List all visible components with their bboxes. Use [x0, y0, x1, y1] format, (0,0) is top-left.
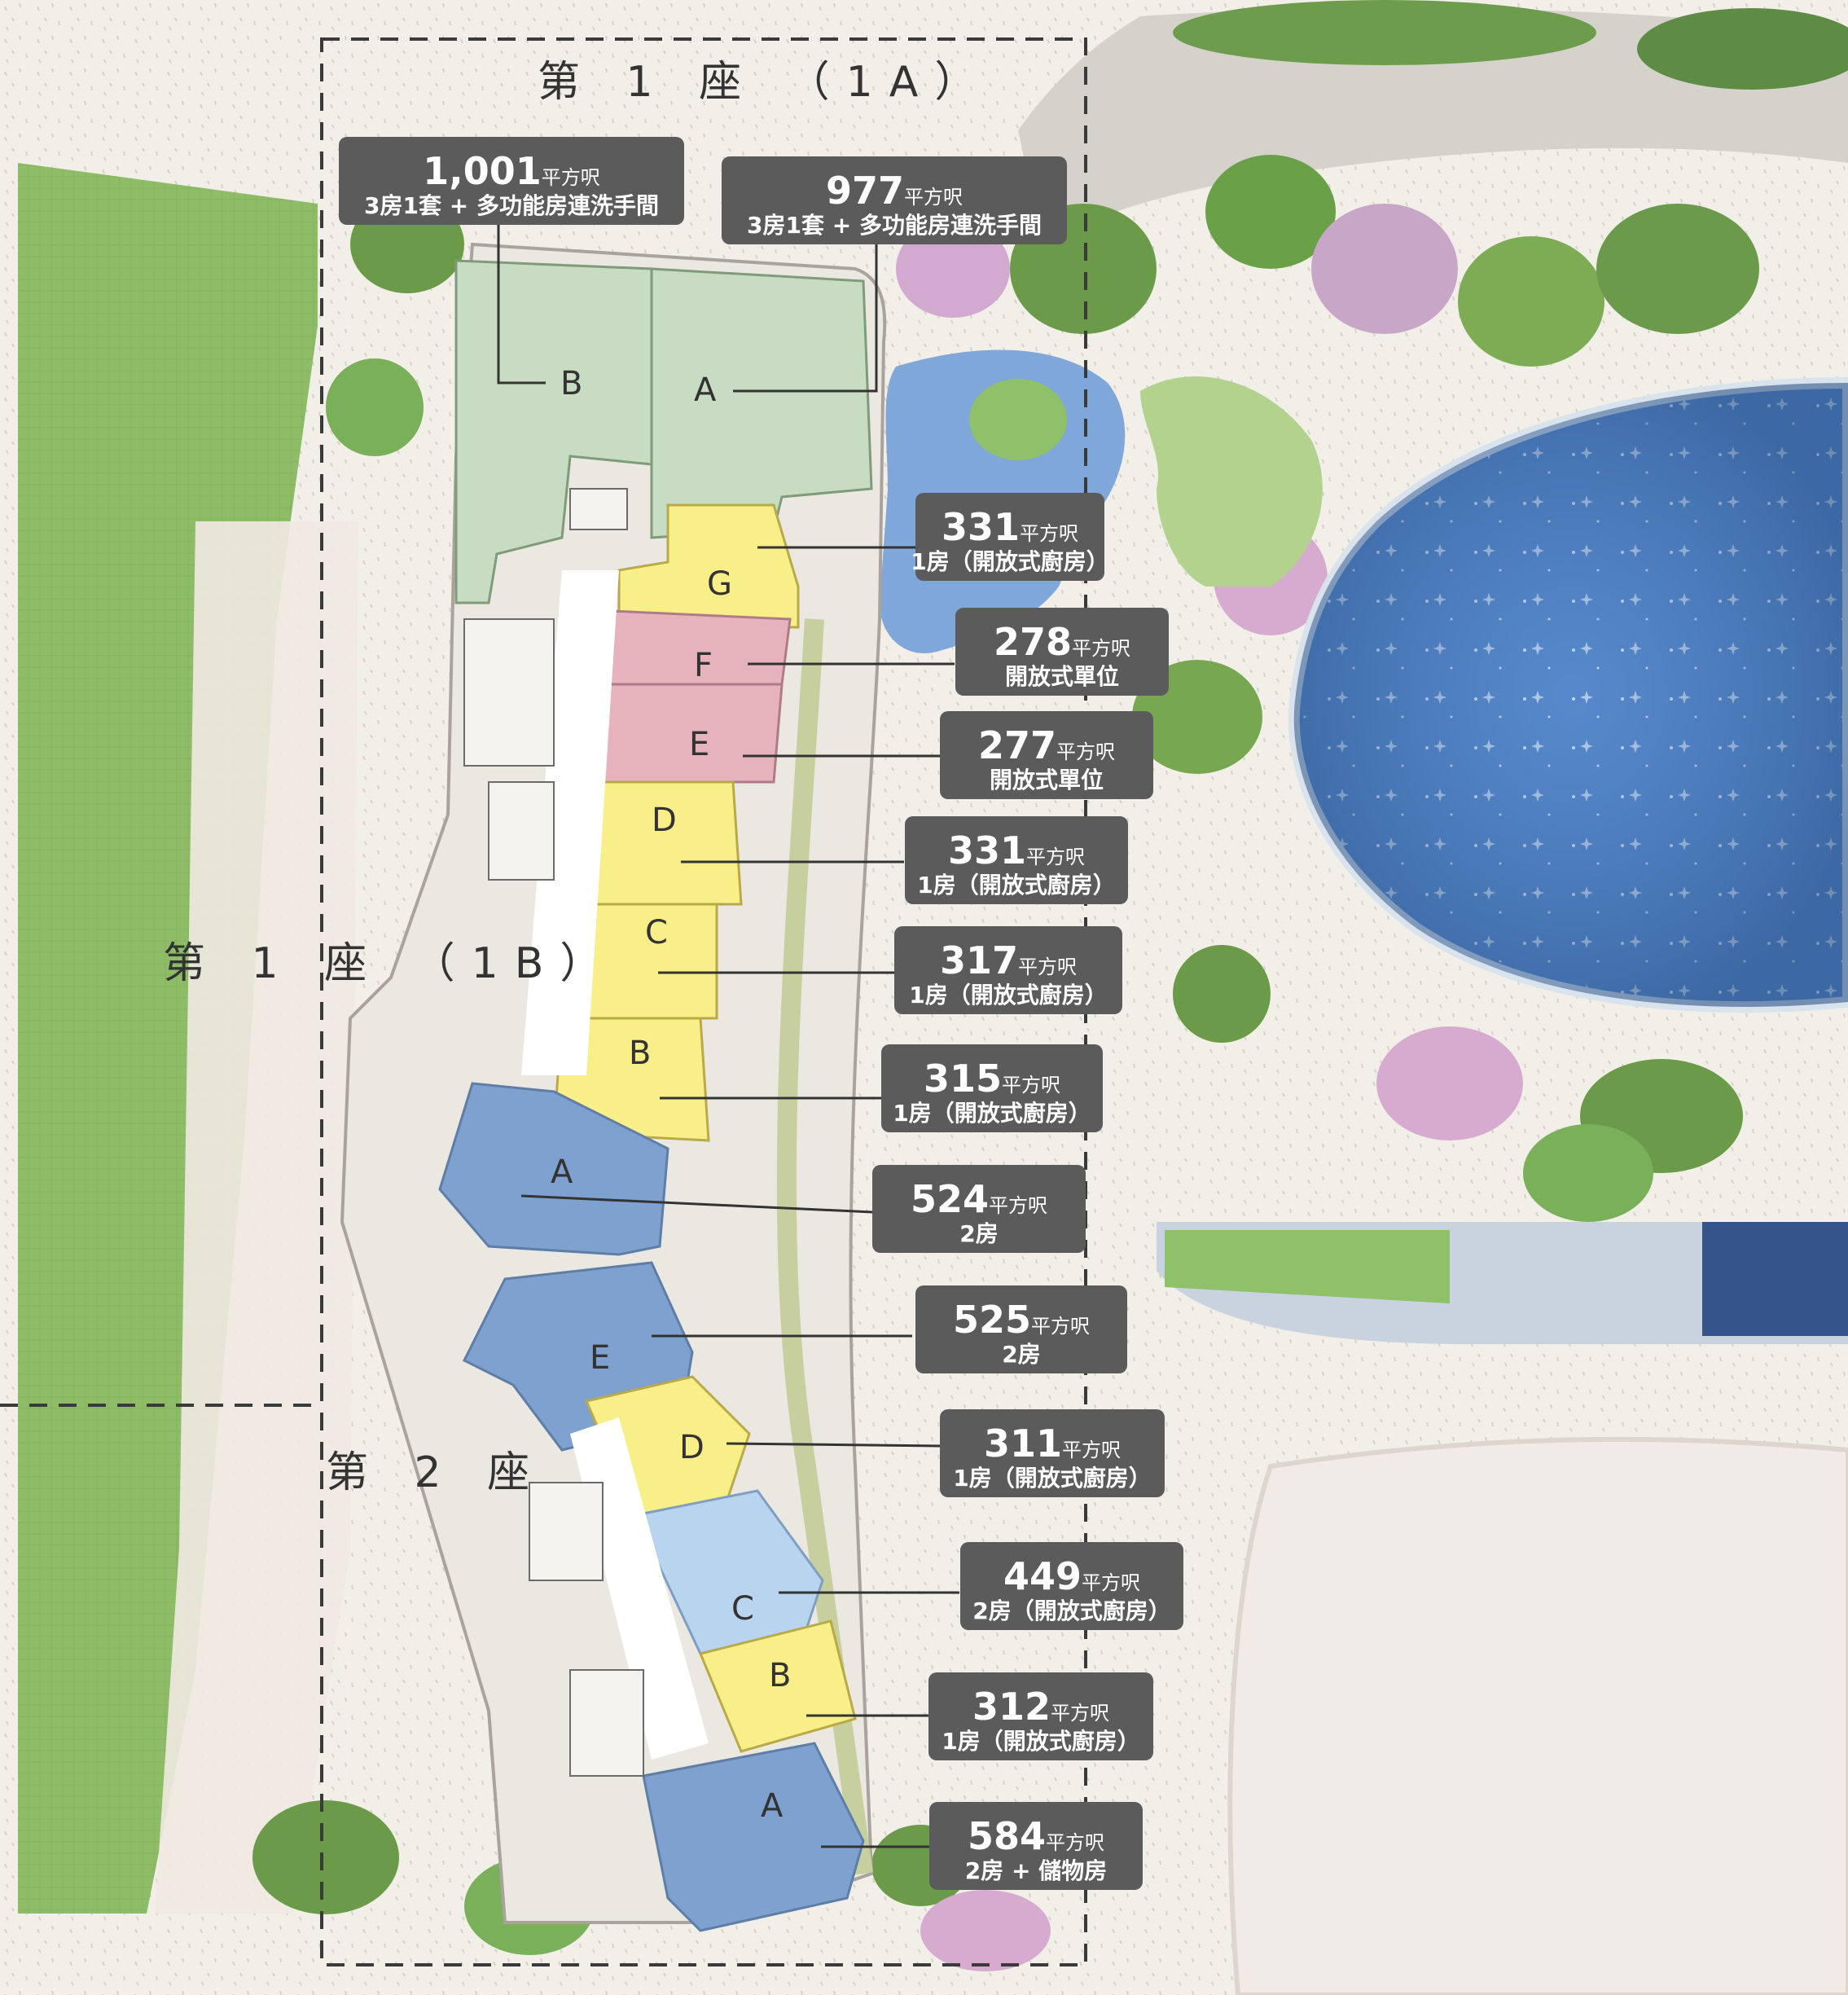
unit-t1b-a — [438, 1082, 669, 1256]
unit-t1a-a — [650, 267, 873, 539]
corridor — [521, 570, 709, 1760]
unit-area: 278平方呎 — [994, 620, 1130, 664]
clubhouse-roof — [1227, 1436, 1848, 1995]
callout-box — [881, 1044, 1103, 1132]
callout-box — [894, 926, 1122, 1014]
unit-area: 331平方呎 — [948, 828, 1085, 872]
unit-letter: E — [689, 726, 709, 763]
callout-box — [905, 816, 1128, 904]
tower-boundaries — [0, 37, 1087, 1966]
unit-area: 331平方呎 — [942, 505, 1078, 549]
tower-1b-label: 第 1 座 （1B） — [163, 939, 618, 988]
unit-description: 1房（開放式廚房） — [893, 1100, 1091, 1127]
unit-t2-a — [642, 1742, 865, 1932]
tower-1a-label: 第 1 座 （1A） — [538, 58, 993, 107]
callout-box — [940, 1409, 1165, 1497]
unit-area: 312平方呎 — [972, 1685, 1109, 1729]
unit-area: 524平方呎 — [911, 1177, 1047, 1221]
unit-area: 977平方呎 — [826, 169, 963, 213]
callout-box — [955, 608, 1169, 696]
callout-box — [940, 711, 1153, 799]
unit-letters: B A G F E D C B A E D C B A — [551, 365, 791, 1825]
unit-description: 1房（開放式廚房） — [917, 872, 1115, 899]
callout-box — [928, 1672, 1153, 1760]
tower-2-units — [462, 1261, 865, 1932]
unit-t1b-e — [593, 683, 784, 784]
unit-letter: B — [769, 1657, 791, 1694]
unit-letter: A — [551, 1153, 573, 1191]
unit-description: 1房（開放式廚房） — [911, 548, 1108, 575]
callout-box — [915, 1285, 1127, 1373]
callout-box — [339, 137, 684, 225]
unit-area: 1,001平方呎 — [423, 149, 600, 193]
unit-letter: G — [707, 565, 732, 603]
tower-2-label: 第 2 座 — [326, 1448, 546, 1497]
leader-lines — [497, 224, 959, 1848]
callout-box — [915, 493, 1104, 581]
pool-deck-curve — [1140, 376, 1323, 587]
round-lawn — [969, 379, 1067, 460]
unit-letter: E — [590, 1339, 610, 1377]
unit-letter: A — [694, 371, 717, 409]
unit-area: 449平方呎 — [1003, 1554, 1140, 1598]
unit-area: 584平方呎 — [968, 1814, 1104, 1858]
unit-description: 3房1套 + 多功能房連洗手間 — [364, 192, 659, 219]
unit-letter: D — [679, 1429, 705, 1466]
tower-1a-units — [454, 259, 873, 604]
unit-area: 317平方呎 — [940, 938, 1077, 982]
callout-box — [960, 1542, 1183, 1630]
unit-area: 311平方呎 — [984, 1422, 1121, 1465]
unit-description: 2房 — [1002, 1341, 1040, 1368]
unit-letter: D — [652, 802, 677, 839]
callout-box — [929, 1802, 1143, 1890]
unit-area: 525平方呎 — [953, 1298, 1090, 1342]
unit-letter: C — [731, 1590, 754, 1628]
unit-description: 2房 — [959, 1220, 998, 1247]
callout-box — [872, 1165, 1086, 1253]
unit-area: 277平方呎 — [978, 723, 1115, 767]
unit-description: 3房1套 + 多功能房連洗手間 — [747, 212, 1042, 239]
landscape-path — [776, 618, 873, 1875]
unit-description: 2房 + 儲物房 — [965, 1857, 1107, 1884]
unit-area: 315平方呎 — [924, 1057, 1060, 1101]
unit-letter: B — [560, 365, 582, 402]
unit-letter: F — [694, 647, 713, 684]
unit-description: 1房（開放式廚房） — [953, 1465, 1151, 1492]
unit-description: 開放式單位 — [1005, 663, 1119, 690]
unit-description: 1房（開放式廚房） — [942, 1728, 1139, 1755]
unit-letter: A — [761, 1787, 784, 1825]
stair-core — [463, 488, 644, 1777]
unit-description: 1房（開放式廚房） — [909, 982, 1107, 1008]
unit-description: 開放式單位 — [990, 767, 1104, 793]
unit-t2-b — [698, 1619, 857, 1753]
walkway-top — [1018, 7, 1848, 244]
road-strip — [155, 521, 358, 1914]
unit-description: 2房（開放式廚房） — [972, 1597, 1170, 1624]
unit-letter: C — [645, 914, 668, 951]
callout-box — [722, 156, 1067, 244]
tower-1b-units — [438, 503, 800, 1256]
unit-t2-c — [633, 1489, 824, 1655]
unit-letter: B — [629, 1035, 651, 1072]
